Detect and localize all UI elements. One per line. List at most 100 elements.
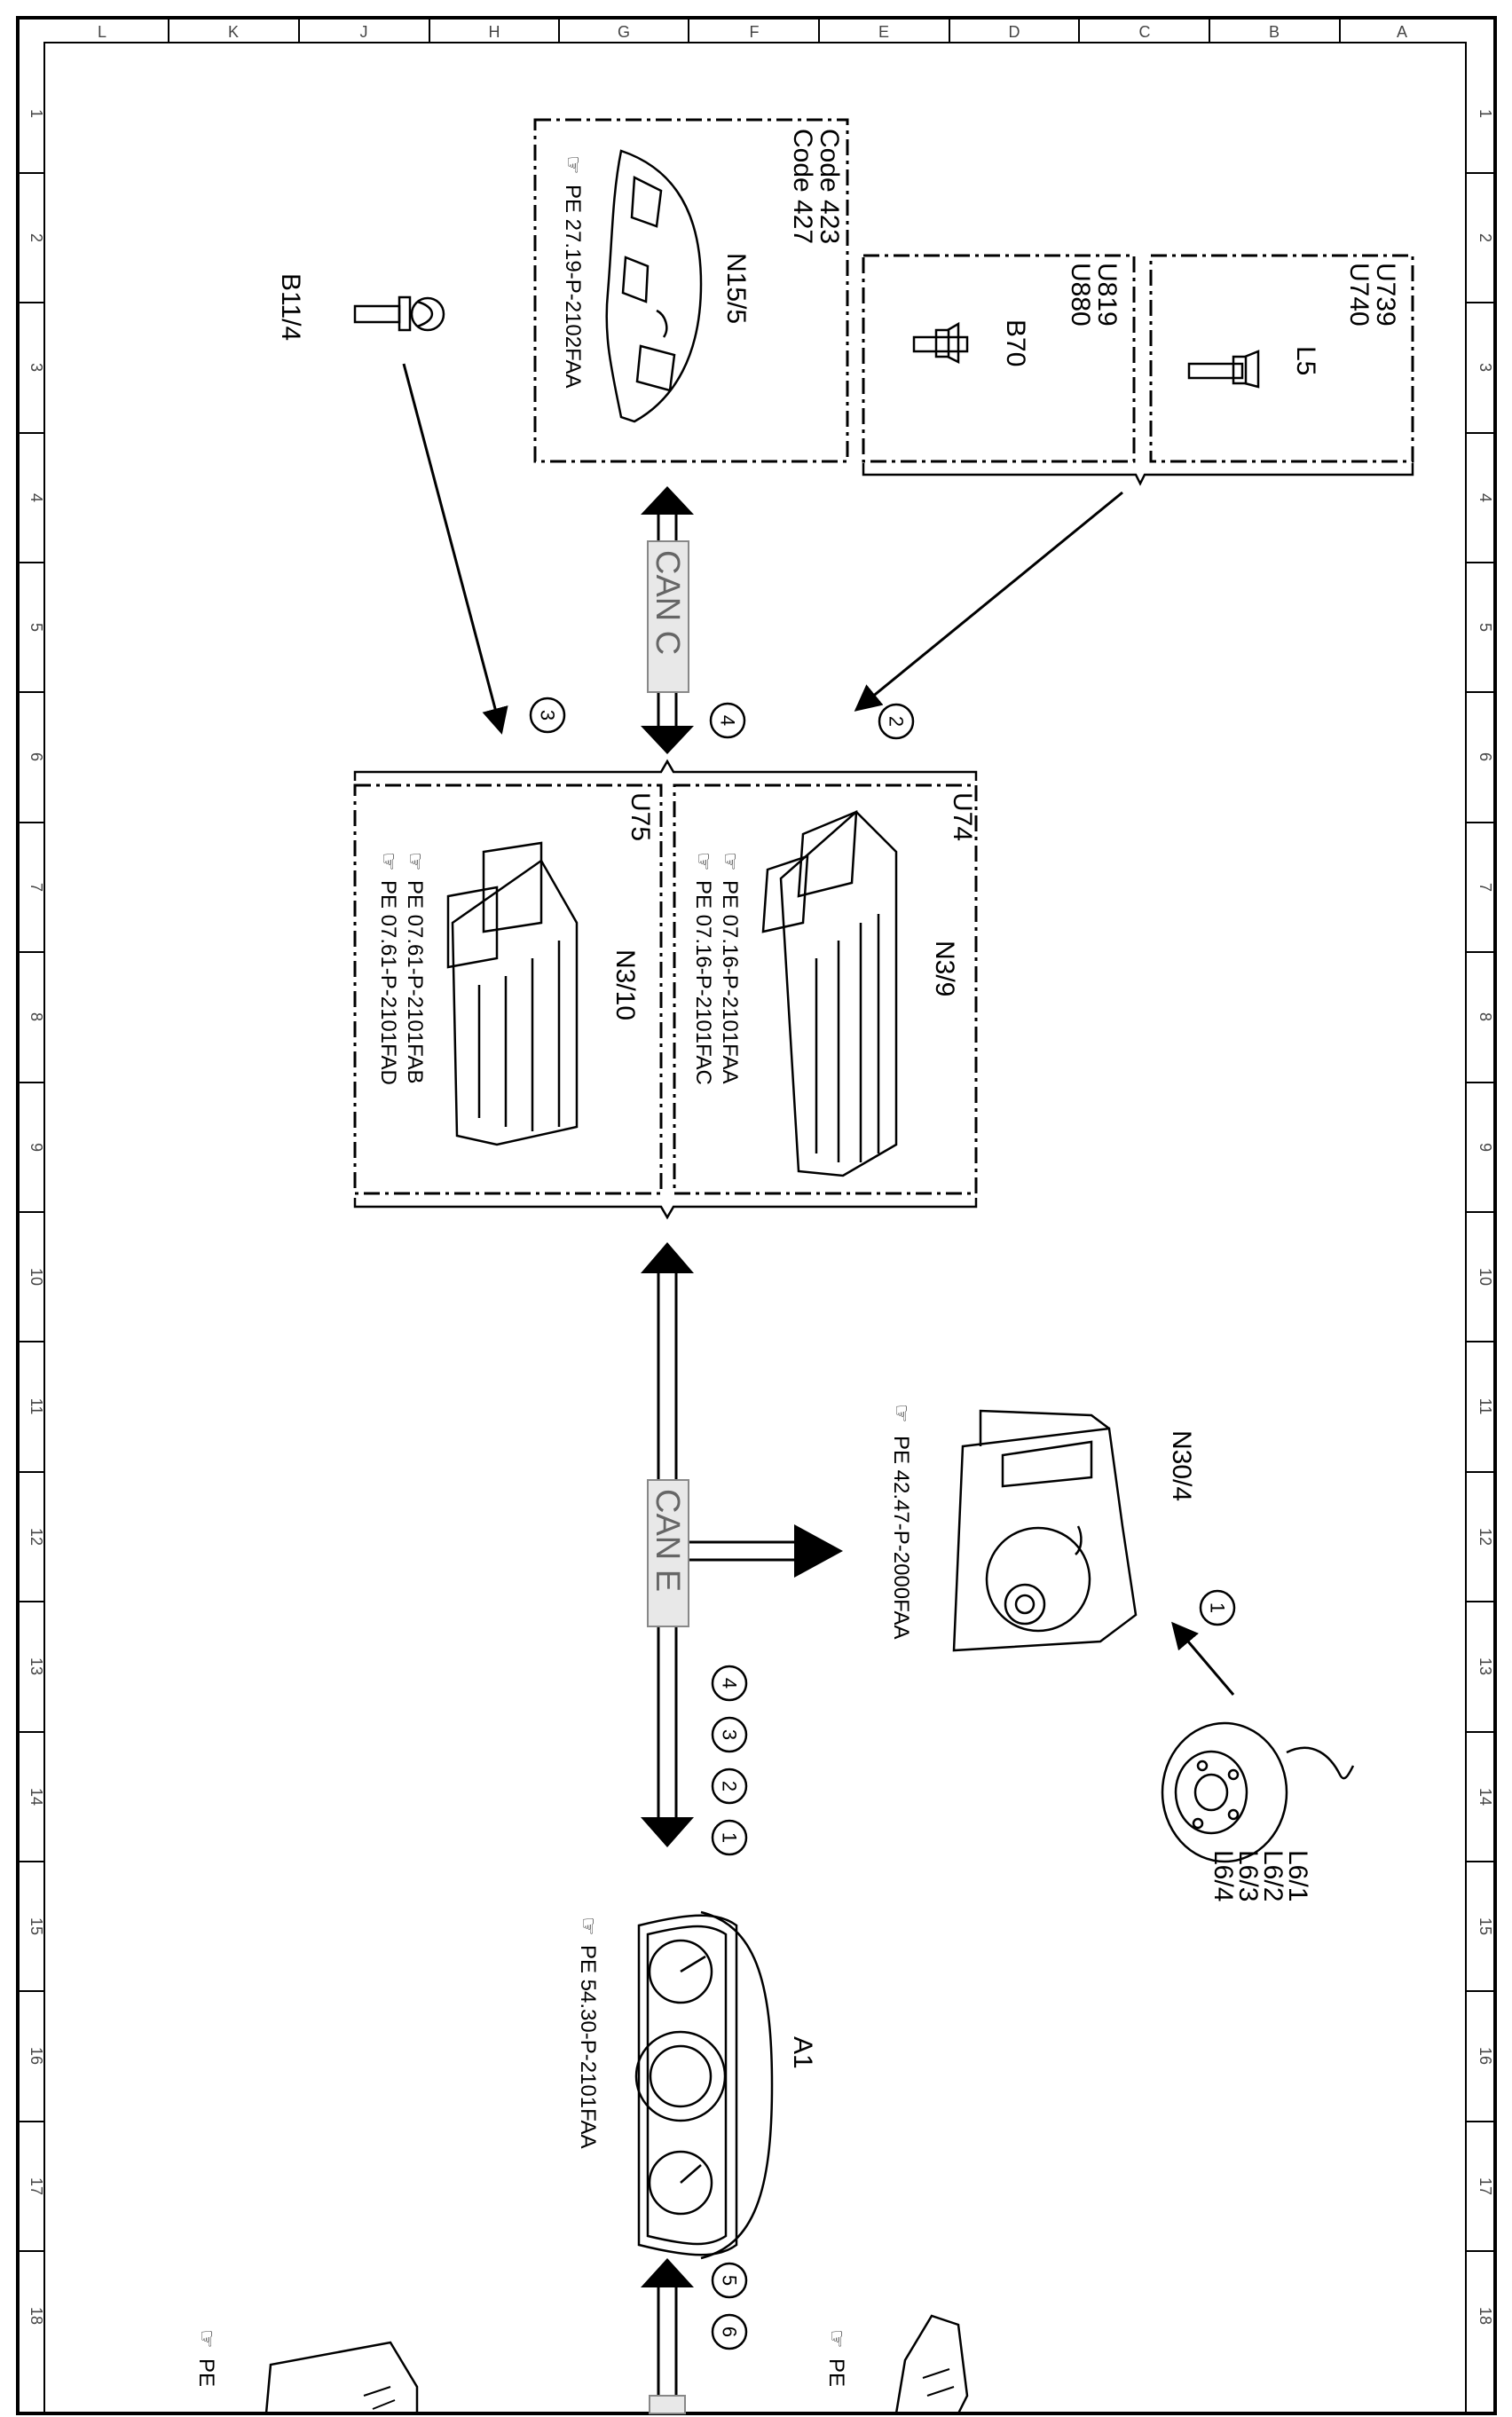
grid-number: 4 [28,493,45,502]
n3-10-group: U75 N3/10 ☞ PE 07.61-P-2101FAB ☞ PE 07.6… [353,783,663,1195]
grid-letter: B [1269,23,1280,41]
bottom-left-ref: PE [194,2358,218,2387]
arrow-b70-l5-to-ecu [854,491,1123,712]
b70-code1: U819 [1092,263,1122,327]
a1-ref: PE 54.30-P-2101FAA [576,1945,600,2148]
marker-2-bottom: 2 [711,1767,748,1805]
n3-9-group: U74 N3/9 ☞ PE 07.16-P-2101FAA ☞ PE 07.16… [673,783,978,1195]
hand-pointer-icon: ☞ [824,2329,848,2349]
grid-number: 3 [28,363,45,372]
b70-code2: U880 [1066,263,1095,327]
hand-pointer-icon: ☞ [194,2329,218,2349]
grid-letter: K [228,23,239,41]
grid-number: 15 [1477,1917,1494,1935]
l6-4-label: L6/4 [1209,1850,1238,1901]
can-e-label: CAN E [649,1489,686,1592]
n3-10-ref2: PE 07.61-P-2101FAD [376,880,400,1085]
can-e-arrow-up [641,1242,694,1273]
n3-9-label: N3/9 [930,941,959,996]
n3-10-code: U75 [626,792,655,841]
instrument-cluster-icon [634,1910,774,2260]
n3-10-ecu-icon [446,841,579,1146]
grid-number: 3 [1477,363,1494,372]
grid-number: 2 [28,233,45,242]
a1-group: A1 ☞ PE 54.30-P-2101FAA [576,1910,817,2260]
marker-2: 2 [878,703,915,740]
grid-letter: D [1009,23,1020,41]
grid-number: 7 [28,883,45,892]
ecu-bracket-top [353,759,978,781]
arrow-b11-4-to-ecu [402,363,508,735]
grid-number-labels: 1 1 2 2 3 3 4 4 5 5 6 6 7 7 8 8 9 9 10 1… [28,109,1494,2325]
b70-l5-bracket [862,463,1414,486]
grid-number: 15 [28,1917,45,1935]
grid-number: 13 [1477,1657,1494,1675]
grid-number: 16 [1477,2047,1494,2065]
l6-group: L6/1 L6/2 L6/3 L6/4 [1161,1721,1355,1901]
svg-text:4: 4 [717,715,739,726]
marker-1-bottom: 1 [711,1819,748,1856]
n30-4-label: N30/4 [1167,1430,1196,1501]
svg-text:2: 2 [886,716,908,727]
svg-text:4: 4 [719,1678,741,1689]
svg-text:3: 3 [537,710,559,720]
n3-9-ref2: PE 07.16-P-2101FAC [691,880,715,1085]
bottom-left-partial: ☞ PE [194,2329,419,2414]
svg-text:5: 5 [719,2275,741,2286]
inner-frame [43,42,1467,2414]
outer-frame [16,16,1497,2415]
grid-number: 18 [28,2307,45,2325]
grid-number: 6 [1477,752,1494,761]
l6-3-label: L6/3 [1233,1850,1263,1901]
grid-letter: A [1397,23,1407,41]
marker-4-bottom: 4 [711,1665,748,1702]
can-c-label: CAN C [649,550,686,655]
n30-4-ref: PE 42.47-P-2000FAA [889,1436,913,1639]
hand-pointer-icon: ☞ [561,155,585,175]
marker-6: 6 [711,2313,748,2350]
grid-number: 13 [28,1657,45,1675]
grid-letter: H [489,23,500,41]
grid-letter: E [878,23,889,41]
can-e-arrow-right [794,1524,843,1578]
grid-number: 18 [1477,2307,1494,2325]
grid-number: 16 [28,2047,45,2065]
b11-4-group: B11/4 [276,273,445,341]
marker-4-top: 4 [709,702,746,739]
n15-5-module-icon [605,149,703,423]
svg-text:3: 3 [719,1729,741,1740]
grid-number: 14 [1477,1788,1494,1806]
grid-number: 4 [1477,493,1494,502]
n15-5-code2: Code 427 [788,129,817,244]
grid-number: 8 [28,1012,45,1021]
marker-3-bottom: 3 [711,1716,748,1753]
grid-number: 12 [28,1528,45,1546]
grid-letter: F [750,23,760,41]
a1-label: A1 [788,2036,817,2069]
grid-number: 17 [1477,2177,1494,2195]
grid-number: 14 [28,1788,45,1806]
svg-text:6: 6 [719,2326,741,2337]
grid-number: 2 [1477,233,1494,242]
svg-text:2: 2 [719,1781,741,1791]
wheel-speed-sensor-icon [1161,1721,1355,1863]
l6-1-label: L6/1 [1283,1850,1312,1901]
n3-10-ref1: PE 07.61-P-2101FAB [403,880,427,1083]
l5-code2: U740 [1344,263,1374,327]
can-e-arrow-down [641,1817,694,1847]
grid-number: 1 [28,109,45,118]
b70-group: U819 U880 B70 [862,254,1136,463]
marker-1: 1 [1199,1589,1236,1626]
l5-group: U739 U740 L5 [1149,254,1414,463]
hand-pointer-icon: ☞ [576,1917,600,1936]
b11-4-sensor-icon [353,295,445,332]
grid-number: 7 [1477,883,1494,892]
n3-9-code: U74 [948,792,977,841]
grid-numbers [18,172,1495,2252]
n3-9-ref1: PE 07.16-P-2101FAA [718,880,742,1083]
grid-letters: L K J H G F E D C B A [98,18,1407,43]
grid-number: 11 [1477,1398,1494,1415]
can-c-bus: CAN C [641,486,694,754]
b70-label: B70 [1001,319,1030,366]
